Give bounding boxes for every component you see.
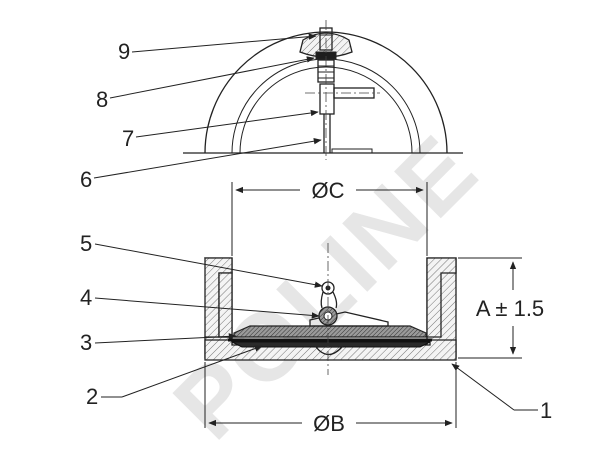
callout-8-label: 8 <box>96 87 108 112</box>
callout-1-label: 1 <box>540 398 552 423</box>
section-view <box>204 243 457 375</box>
callout-7: 7 <box>122 109 319 151</box>
callout-4-label: 4 <box>80 285 92 310</box>
valve-seal <box>231 341 431 348</box>
dimension-a: A ± 1.5 <box>458 257 544 359</box>
callout-8: 8 <box>96 56 315 112</box>
callout-2-label: 2 <box>86 384 98 409</box>
callout-3: 3 <box>80 330 237 355</box>
top-view <box>183 20 463 160</box>
disc-center-boss <box>314 346 344 356</box>
top-view-inner-arc-2 <box>239 66 413 154</box>
callout-2: 2 <box>86 345 263 409</box>
callout-5: 5 <box>80 231 323 288</box>
callout-3-label: 3 <box>80 330 92 355</box>
callout-5-label: 5 <box>80 231 92 256</box>
callout-7-label: 7 <box>122 126 134 151</box>
top-view-outer-arc <box>204 31 448 154</box>
callout-9-label: 9 <box>118 39 130 64</box>
callout-6: 6 <box>80 138 322 192</box>
dimension-b: ØB <box>204 362 457 436</box>
dimension-c: ØC <box>231 178 428 256</box>
callout-1: 1 <box>451 363 552 423</box>
callout-9: 9 <box>118 33 317 64</box>
dimension-a-label: A ± 1.5 <box>476 296 544 321</box>
top-view-stop-plate <box>331 148 373 154</box>
hinge-arm <box>309 311 389 327</box>
dimension-b-label: ØB <box>313 411 345 436</box>
valve-disc <box>233 325 427 338</box>
callout-6-label: 6 <box>80 167 92 192</box>
callout-4: 4 <box>80 285 320 319</box>
dimension-c-label: ØC <box>312 178 345 203</box>
